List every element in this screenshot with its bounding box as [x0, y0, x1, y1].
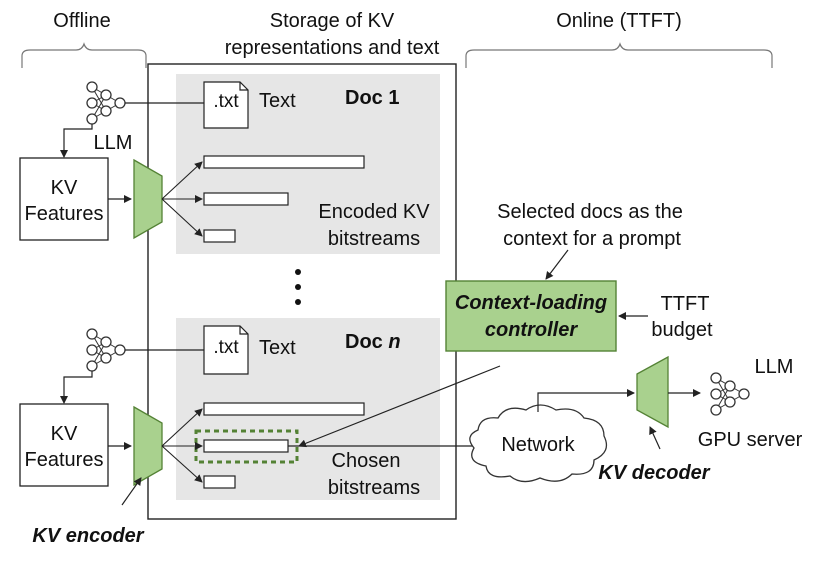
chosen-highlight: [194, 429, 299, 464]
encoder-arrow-long-bottom: [161, 408, 203, 447]
doc1-bitstream-mid: [203, 192, 289, 206]
ellipsis-dot: [295, 299, 301, 305]
context-loading-controller-box: [445, 280, 617, 352]
docn-bitstream-long: [203, 402, 365, 416]
docn-chosen-line2: bitstreams: [328, 477, 420, 499]
kv-decoder-trapezoid: [636, 355, 669, 429]
doc1-text-label: Text: [259, 90, 296, 112]
doc1-file-tag: .txt: [213, 91, 239, 112]
doc1-bitstream-long: [203, 155, 365, 169]
llm-to-features-arrow-top: [60, 124, 93, 158]
storage-header-line2: representations and text: [225, 37, 440, 59]
doc1-encoded-line2: bitstreams: [328, 228, 420, 250]
selected-docs-line1: Selected docs as the: [497, 201, 683, 223]
docn-title-suffix: n: [388, 331, 400, 353]
encoder-arrow-short-bottom: [161, 445, 203, 483]
kv-decoder-pointer-arrow: [649, 426, 661, 450]
docn-chosen-line1: Chosen: [332, 450, 401, 472]
ellipsis-dot: [295, 284, 301, 290]
storage-header-line1: Storage of KV: [270, 10, 395, 32]
kv-decoder-label: KV decoder: [598, 462, 710, 484]
doc1-title: Doc 1: [345, 87, 399, 109]
docn-title-prefix: Doc: [345, 331, 388, 353]
network-to-decoder-arrow: [537, 389, 635, 412]
doc1-file-icon: [203, 81, 249, 129]
encoder-arrow-short-top: [161, 198, 203, 237]
kv-features-bottom-line1: KV: [51, 423, 78, 445]
docn-bitstream-short: [203, 475, 236, 489]
docn-bitstream-mid: [203, 439, 289, 453]
ellipsis-dot: [295, 269, 301, 275]
docn-text-label: Text: [259, 337, 296, 359]
doc1-encoded-line1: Encoded KV: [318, 201, 430, 223]
ttft-line2: budget: [651, 319, 713, 341]
online-brace: [465, 42, 773, 68]
kv-features-box-top: [19, 157, 109, 241]
docn-file-icon: [203, 325, 249, 375]
network-cloud: [469, 404, 608, 483]
kv-features-bottom-line2: Features: [25, 449, 104, 471]
kv-encoder-pointer-arrow: [121, 477, 142, 506]
controller-line2: controller: [485, 319, 578, 341]
kv-features-top-line2: Features: [25, 203, 104, 225]
gpu-server-label: GPU server: [698, 429, 803, 451]
offline-header: Offline: [53, 10, 110, 32]
ttft-line1: TTFT: [661, 293, 710, 315]
llm-label-top: LLM: [94, 132, 133, 154]
kv-features-top-line1: KV: [51, 177, 78, 199]
kv-encoder-label: KV encoder: [32, 525, 144, 547]
llm-network-icon-bottom: [86, 328, 126, 372]
encoder-arrow-long-top: [161, 161, 203, 200]
controller-to-chosen-arrow: [298, 365, 501, 448]
kv-encoder-trapezoid-top: [133, 158, 163, 240]
network-label: Network: [501, 434, 575, 456]
server-llm-label: LLM: [755, 356, 794, 378]
controller-line1: Context-loading: [455, 292, 607, 314]
llm-to-features-arrow-bottom: [60, 371, 93, 404]
kv-features-box-bottom: [19, 403, 109, 487]
doc1-bitstream-short: [203, 229, 236, 243]
docn-title: Doc n: [345, 331, 401, 353]
kv-encoder-trapezoid-bottom: [133, 405, 163, 487]
online-header: Online (TTFT): [556, 10, 682, 32]
llm-network-icon-server: [710, 372, 750, 416]
llm-network-icon-top: [86, 81, 126, 125]
selected-docs-line2: context for a prompt: [503, 228, 681, 250]
selected-to-controller-arrow: [545, 249, 569, 280]
docn-file-tag: .txt: [213, 337, 239, 358]
offline-brace: [21, 42, 147, 68]
